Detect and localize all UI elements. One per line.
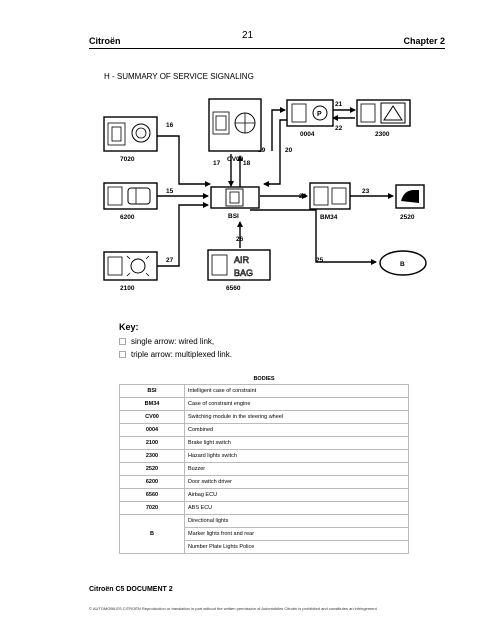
node-bm34: BM34	[309, 182, 351, 221]
node-label-2520: 2520	[400, 214, 415, 221]
node-b: B	[379, 250, 427, 276]
node-6200: 6200	[103, 182, 158, 221]
link-25	[250, 209, 377, 265]
link-label-22: 22	[335, 125, 343, 132]
body-description-cell: Case of constraint engine	[184, 397, 409, 411]
airbag-text-2: BAG	[234, 268, 253, 278]
body-code-cell: 0004	[119, 423, 185, 437]
body-description-cell: Intelligent case of constraint	[184, 384, 409, 398]
service-signaling-diagram: 16 17 18 19 20 21 22 15 24 23 26 27 25 7…	[103, 98, 427, 292]
link-label-16: 16	[166, 122, 174, 129]
header-chapter: Chapter 2	[403, 36, 445, 46]
table-title: BODIES	[253, 376, 275, 382]
node-label-bm34: BM34	[320, 214, 338, 221]
node-6560: AIR BAG 6560	[207, 249, 271, 292]
node-label-6560: 6560	[226, 285, 241, 292]
body-description-cell: Airbag ECU	[184, 488, 409, 502]
body-description-cell: Number Plate Lights Police	[184, 540, 409, 554]
link-label-25: 25	[316, 257, 324, 264]
body-description-cell: ABS ECU	[184, 501, 409, 515]
node-label-0004: 0004	[300, 131, 315, 138]
link-label-24: 24	[299, 193, 307, 200]
node-label-6200: 6200	[120, 214, 135, 221]
key-item-multiplexed: triple arrow: multiplexed link.	[119, 350, 232, 359]
body-code-cell: 2300	[119, 449, 185, 463]
node-7020: 7020	[103, 116, 158, 163]
key-item-label: single arrow: wired link,	[131, 337, 215, 346]
link-20	[263, 119, 288, 187]
node-label-7020: 7020	[120, 156, 135, 163]
body-description-cell: Directional lights	[184, 514, 409, 528]
link-label-15: 15	[166, 188, 174, 195]
link-16	[157, 135, 211, 187]
link-27	[157, 202, 209, 267]
body-code-cell: BSI	[119, 384, 185, 398]
svg-text:P: P	[317, 111, 322, 118]
node-label-2300: 2300	[375, 131, 390, 138]
node-2300: 2300	[356, 99, 411, 138]
node-cv00: CV00	[208, 98, 262, 163]
body-description-cell: Switching module in the steering wheel	[184, 410, 409, 424]
body-code-cell: 6560	[119, 488, 185, 502]
footer-copyright: © AUTOMOBILES CITROËN Reproduction or tr…	[89, 606, 377, 611]
body-code-cell: 2520	[119, 462, 185, 476]
section-title: H - SUMMARY OF SERVICE SIGNALING	[104, 72, 254, 81]
node-label-cv00: CV00	[227, 156, 244, 163]
link-label-21: 21	[335, 101, 343, 108]
body-code-cell: 2100	[119, 436, 185, 450]
body-code-cell: B	[119, 514, 185, 554]
bullet-box	[119, 338, 126, 345]
body-description-cell: Combined	[184, 423, 409, 437]
diagram-links	[157, 107, 394, 267]
body-code-cell: CV00	[119, 410, 185, 424]
key-title: Key:	[119, 322, 139, 332]
link-label-17: 17	[213, 160, 221, 167]
link-label-23: 23	[362, 188, 370, 195]
key-item-label: triple arrow: multiplexed link.	[131, 350, 232, 359]
node-bsi: BSI	[210, 186, 260, 220]
body-description-cell: Door switch driver	[184, 475, 409, 489]
header-rule	[89, 48, 445, 49]
link-label-27: 27	[166, 257, 174, 264]
body-code-cell: 6200	[119, 475, 185, 489]
body-description-cell: Hazard lights switch	[184, 449, 409, 463]
link-label-26: 26	[236, 236, 244, 243]
header-brand: Citroën	[89, 36, 121, 46]
key-item-wired: single arrow: wired link,	[119, 337, 214, 346]
link-label-19: 19	[258, 147, 266, 154]
link-label-18: 18	[243, 160, 251, 167]
airbag-text-1: AIR	[234, 255, 250, 265]
node-label-bsi: BSI	[228, 213, 239, 220]
node-2100: 2100	[103, 251, 158, 292]
page-number: 21	[241, 30, 254, 41]
body-code-cell: 7020	[119, 501, 185, 515]
link-label-20: 20	[285, 147, 293, 154]
footer-document-title: Citroën C5 DOCUMENT 2	[89, 586, 173, 593]
node-2520: 2520	[395, 184, 425, 221]
node-label-b: B	[400, 261, 405, 268]
bullet-box	[119, 351, 126, 358]
body-code-cell: BM34	[119, 397, 185, 411]
table-row: Number Plate Lights Police	[120, 540, 409, 554]
node-label-2100: 2100	[120, 285, 135, 292]
node-0004: P 0004	[286, 99, 334, 138]
link-19	[271, 107, 286, 151]
body-description-cell: Brake light switch	[184, 436, 409, 450]
body-description-cell: Buzzer	[184, 462, 409, 476]
body-description-cell: Marker lights front and rear	[184, 527, 409, 541]
